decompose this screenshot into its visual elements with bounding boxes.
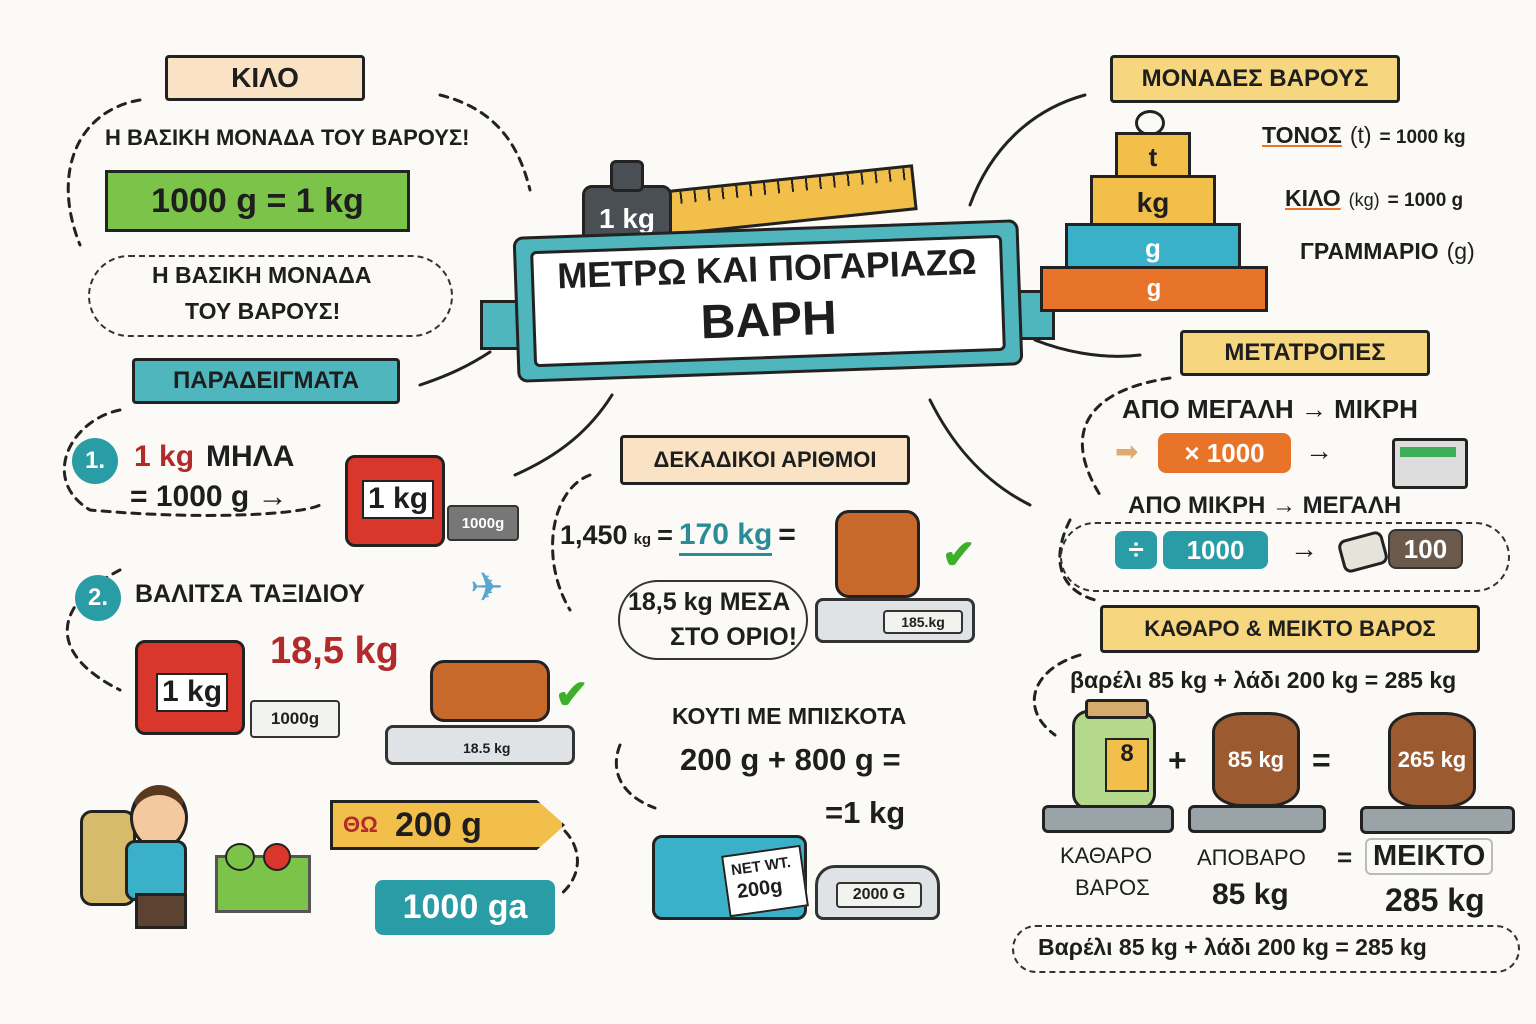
multiply-pill: × 1000 (1158, 433, 1291, 473)
check-icon: ✔ (555, 673, 589, 717)
suitcase-scale: 18.5 kg (385, 725, 575, 765)
arrow: → (1290, 533, 1318, 564)
price-tag: ΘΩ 200 g (330, 800, 565, 850)
decimal-left: 1,450 (560, 520, 628, 550)
arrow-title-to-examples (513, 393, 614, 477)
decimal-mid: 170 kg (678, 518, 773, 556)
kilo-bubble-line2: ΤΟΥ ΒΑΡΟΥΣ! (185, 298, 341, 324)
net-gross-equation-bottom: Βαρέλι 85 kg + λάδι 200 kg = 285 kg (1038, 934, 1427, 960)
gram-label: ΓΡΑΜΜΑΡΙΟ(g) (1300, 238, 1475, 264)
decimal-end: = (778, 518, 796, 551)
example1-amount: 1 kg (134, 440, 195, 473)
dashed-arrow-kilo (66, 98, 142, 247)
decimal-equals: = (657, 520, 673, 550)
net-gross-equation-top: βαρέλι 85 kg + λάδι 200 kg = 285 kg (1070, 667, 1457, 693)
gross-plate (1360, 806, 1515, 834)
arrow-conversions-title (1033, 338, 1142, 358)
decimals-note-bubble (618, 580, 808, 660)
kilo-bubble (88, 255, 453, 337)
net-label-2: ΒΑΡΟΣ (1075, 875, 1150, 900)
decimal-left-unit: kg (633, 531, 652, 548)
decimals-note-line1: 18,5 kg ΜΕΣΑ (628, 588, 791, 616)
weight-handle-icon (610, 160, 644, 192)
gross-barrel: 265 kg (1388, 712, 1476, 808)
divide-sign: ÷ (1115, 531, 1157, 569)
example1-scale: 1000g (447, 505, 519, 541)
small-to-big-label: ΑΠΟ ΜΙΚΡΗ → ΜΕΓΑΛΗ (1128, 492, 1402, 519)
example2-weight: 18,5 kg (270, 630, 399, 672)
example2-number: 2. (75, 575, 121, 621)
net-label-1: ΚΑΘΑΡΟ (1060, 843, 1153, 868)
teal-weight-label: 1000 ga (375, 880, 555, 935)
title-banner: ΜΕΤΡΩ ΚΑΙ ΠΟΓΑΡΙΑΖΩ ΒΑΡΗ (512, 219, 1024, 383)
apple-bag: 1 kg (345, 455, 445, 547)
boy-with-cart (75, 785, 311, 945)
cookies-title: ΚΟΥΤΙ ΜΕ ΜΠΙΣΚΟΤΑ (672, 703, 907, 729)
ton-label: ΤΟΝΟΣ(t)= 1000 kg (1262, 122, 1466, 148)
gross-label: ΜΕΙΚΤΟ (1365, 838, 1494, 876)
decimals-note-line2: ΣΤΟ ΟΡΙΟ! (670, 623, 798, 651)
units-pyramid: t kg g g (1040, 110, 1268, 312)
example1-item: ΜΗΛΑ (206, 440, 295, 473)
arrow-examples-to-title (418, 350, 492, 387)
kilo-banner: ΚΙΛΟ (165, 55, 365, 101)
gross-value: 285 kg (1385, 882, 1485, 918)
cookie-box: NET WT. 200g (652, 835, 809, 920)
right-arrow-icon: ➡ (1115, 436, 1139, 467)
plus-sign: + (1168, 742, 1187, 778)
jar-plate (1042, 805, 1174, 833)
barrel-plate (1188, 805, 1326, 833)
decimals-suitcase (835, 510, 920, 598)
calculator-icon (1392, 438, 1468, 489)
decimal-equation: 1,450 kg = 170 kg = (560, 518, 796, 556)
small-to-big-loop (1060, 522, 1510, 592)
example1-heading: 1 kg ΜΗΛΑ (134, 440, 294, 475)
units-banner: ΜΟΝΑΔΕΣ ΒΑΡΟΥΣ (1110, 55, 1400, 103)
check-icon: ✔ (942, 533, 976, 577)
cookies-scale: 2000 G (815, 865, 940, 920)
example1-equals: = 1000 g → (130, 480, 288, 513)
equals-sign: = (1337, 842, 1353, 872)
example2-title: ΒΑΛΙΤΣΑ ΤΑΞΙΔΙΟΥ (135, 580, 365, 608)
net-gross-banner: ΚΑΘΑΡΟ & ΜΕΙΚΤΟ ΒΑΡΟΣ (1100, 605, 1480, 653)
tare-barrel: 85 kg (1212, 712, 1300, 807)
conversions-banner: ΜΕΤΑΤΡΟΠΕΣ (1180, 330, 1430, 376)
suitcase (430, 660, 550, 722)
result-pill: 100 (1388, 529, 1463, 569)
decimals-banner: ΔΕΚΑΔΙΚΟΙ ΑΡΙΘΜΟΙ (620, 435, 910, 485)
equals-sign: = (1312, 742, 1331, 778)
airplane-icon: ✈ (470, 566, 504, 610)
example2-scale: 1000g (250, 700, 340, 738)
big-to-small-label: ΑΠΟ ΜΕΓΑΛΗ → ΜΙΚΡΗ (1122, 394, 1418, 424)
arrow-units-title (968, 93, 1087, 207)
net-gross-bottom-bubble (1012, 925, 1520, 973)
kilo-label: ΚΙΛΟ(kg)= 1000 g (1285, 185, 1464, 211)
tag-weight: 200 g (395, 806, 482, 844)
example1-number: 1. (72, 438, 118, 484)
tare-value: 85 kg (1212, 878, 1289, 911)
cookies-equation: 200 g + 800 g = (680, 742, 901, 777)
jar: 8 (1072, 699, 1156, 810)
kilo-bubble-line1: Η ΒΑΣΙΚΗ ΜΟΝΑΔΑ (152, 262, 372, 288)
shopping-bag: 1 kg (135, 640, 245, 735)
decimals-scale: 185.kg (815, 598, 975, 643)
cookies-result: =1 kg (825, 795, 906, 830)
examples-banner: ΠΑΡΑΔΕΙΓΜΑΤΑ (132, 358, 400, 404)
arrow-title-to-conversions (928, 398, 1032, 507)
arrow: → (1305, 435, 1333, 466)
tag-logo: ΘΩ (343, 812, 378, 837)
divide-pill: 1000 (1163, 531, 1268, 569)
kilo-subtitle: Η ΒΑΣΙΚΗ ΜΟΝΑΔΑ ΤΟΥ ΒΑΡΟΥΣ! (105, 125, 470, 150)
tare-label: ΑΠΟΒΑΡΟ (1197, 845, 1306, 870)
kilo-equation-box: 1000 g = 1 kg (105, 170, 410, 232)
